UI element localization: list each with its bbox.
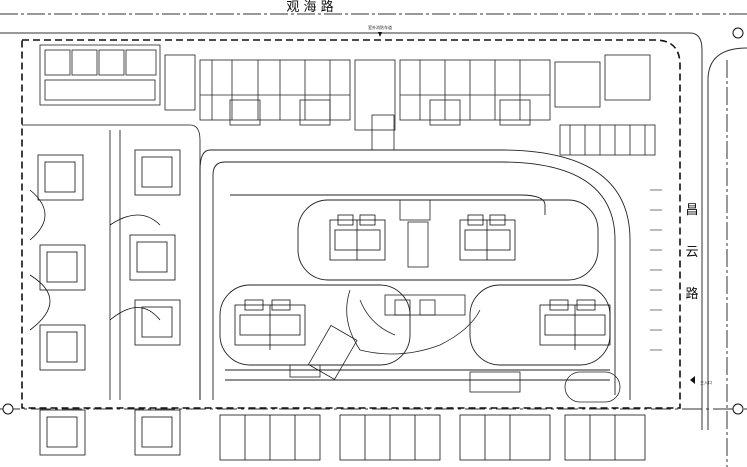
parking-stalls-right: [650, 189, 662, 351]
central-landscape: [289, 199, 621, 403]
bottom-housing-row: [219, 414, 646, 461]
central-tower-3: [234, 299, 306, 350]
central-tower-4: [539, 299, 611, 350]
road-name-top: 观 海 路: [286, 0, 333, 15]
axis-marker-left: [2, 403, 14, 415]
axis-marker-top-right: [732, 27, 744, 39]
road-name-right-2: 云: [685, 245, 698, 260]
gate-arrow-right: [690, 376, 695, 384]
right-gate-label: 主入口: [700, 379, 712, 385]
site-boundary: [21, 39, 681, 409]
internal-ring-road: [199, 149, 631, 400]
left-villa-cluster: [22, 124, 201, 456]
axis-marker-right: [732, 403, 744, 415]
road-name-right-3: 路: [685, 286, 698, 302]
central-tower-1: [329, 214, 386, 261]
road-name-right-1: 昌: [685, 203, 698, 218]
road-network: [0, 13, 747, 467]
gate-arrow-top: [378, 32, 382, 37]
top-commercial-block: [39, 44, 656, 156]
central-tower-2: [459, 214, 516, 261]
top-gate-label: 室外消防车道: [368, 24, 392, 30]
